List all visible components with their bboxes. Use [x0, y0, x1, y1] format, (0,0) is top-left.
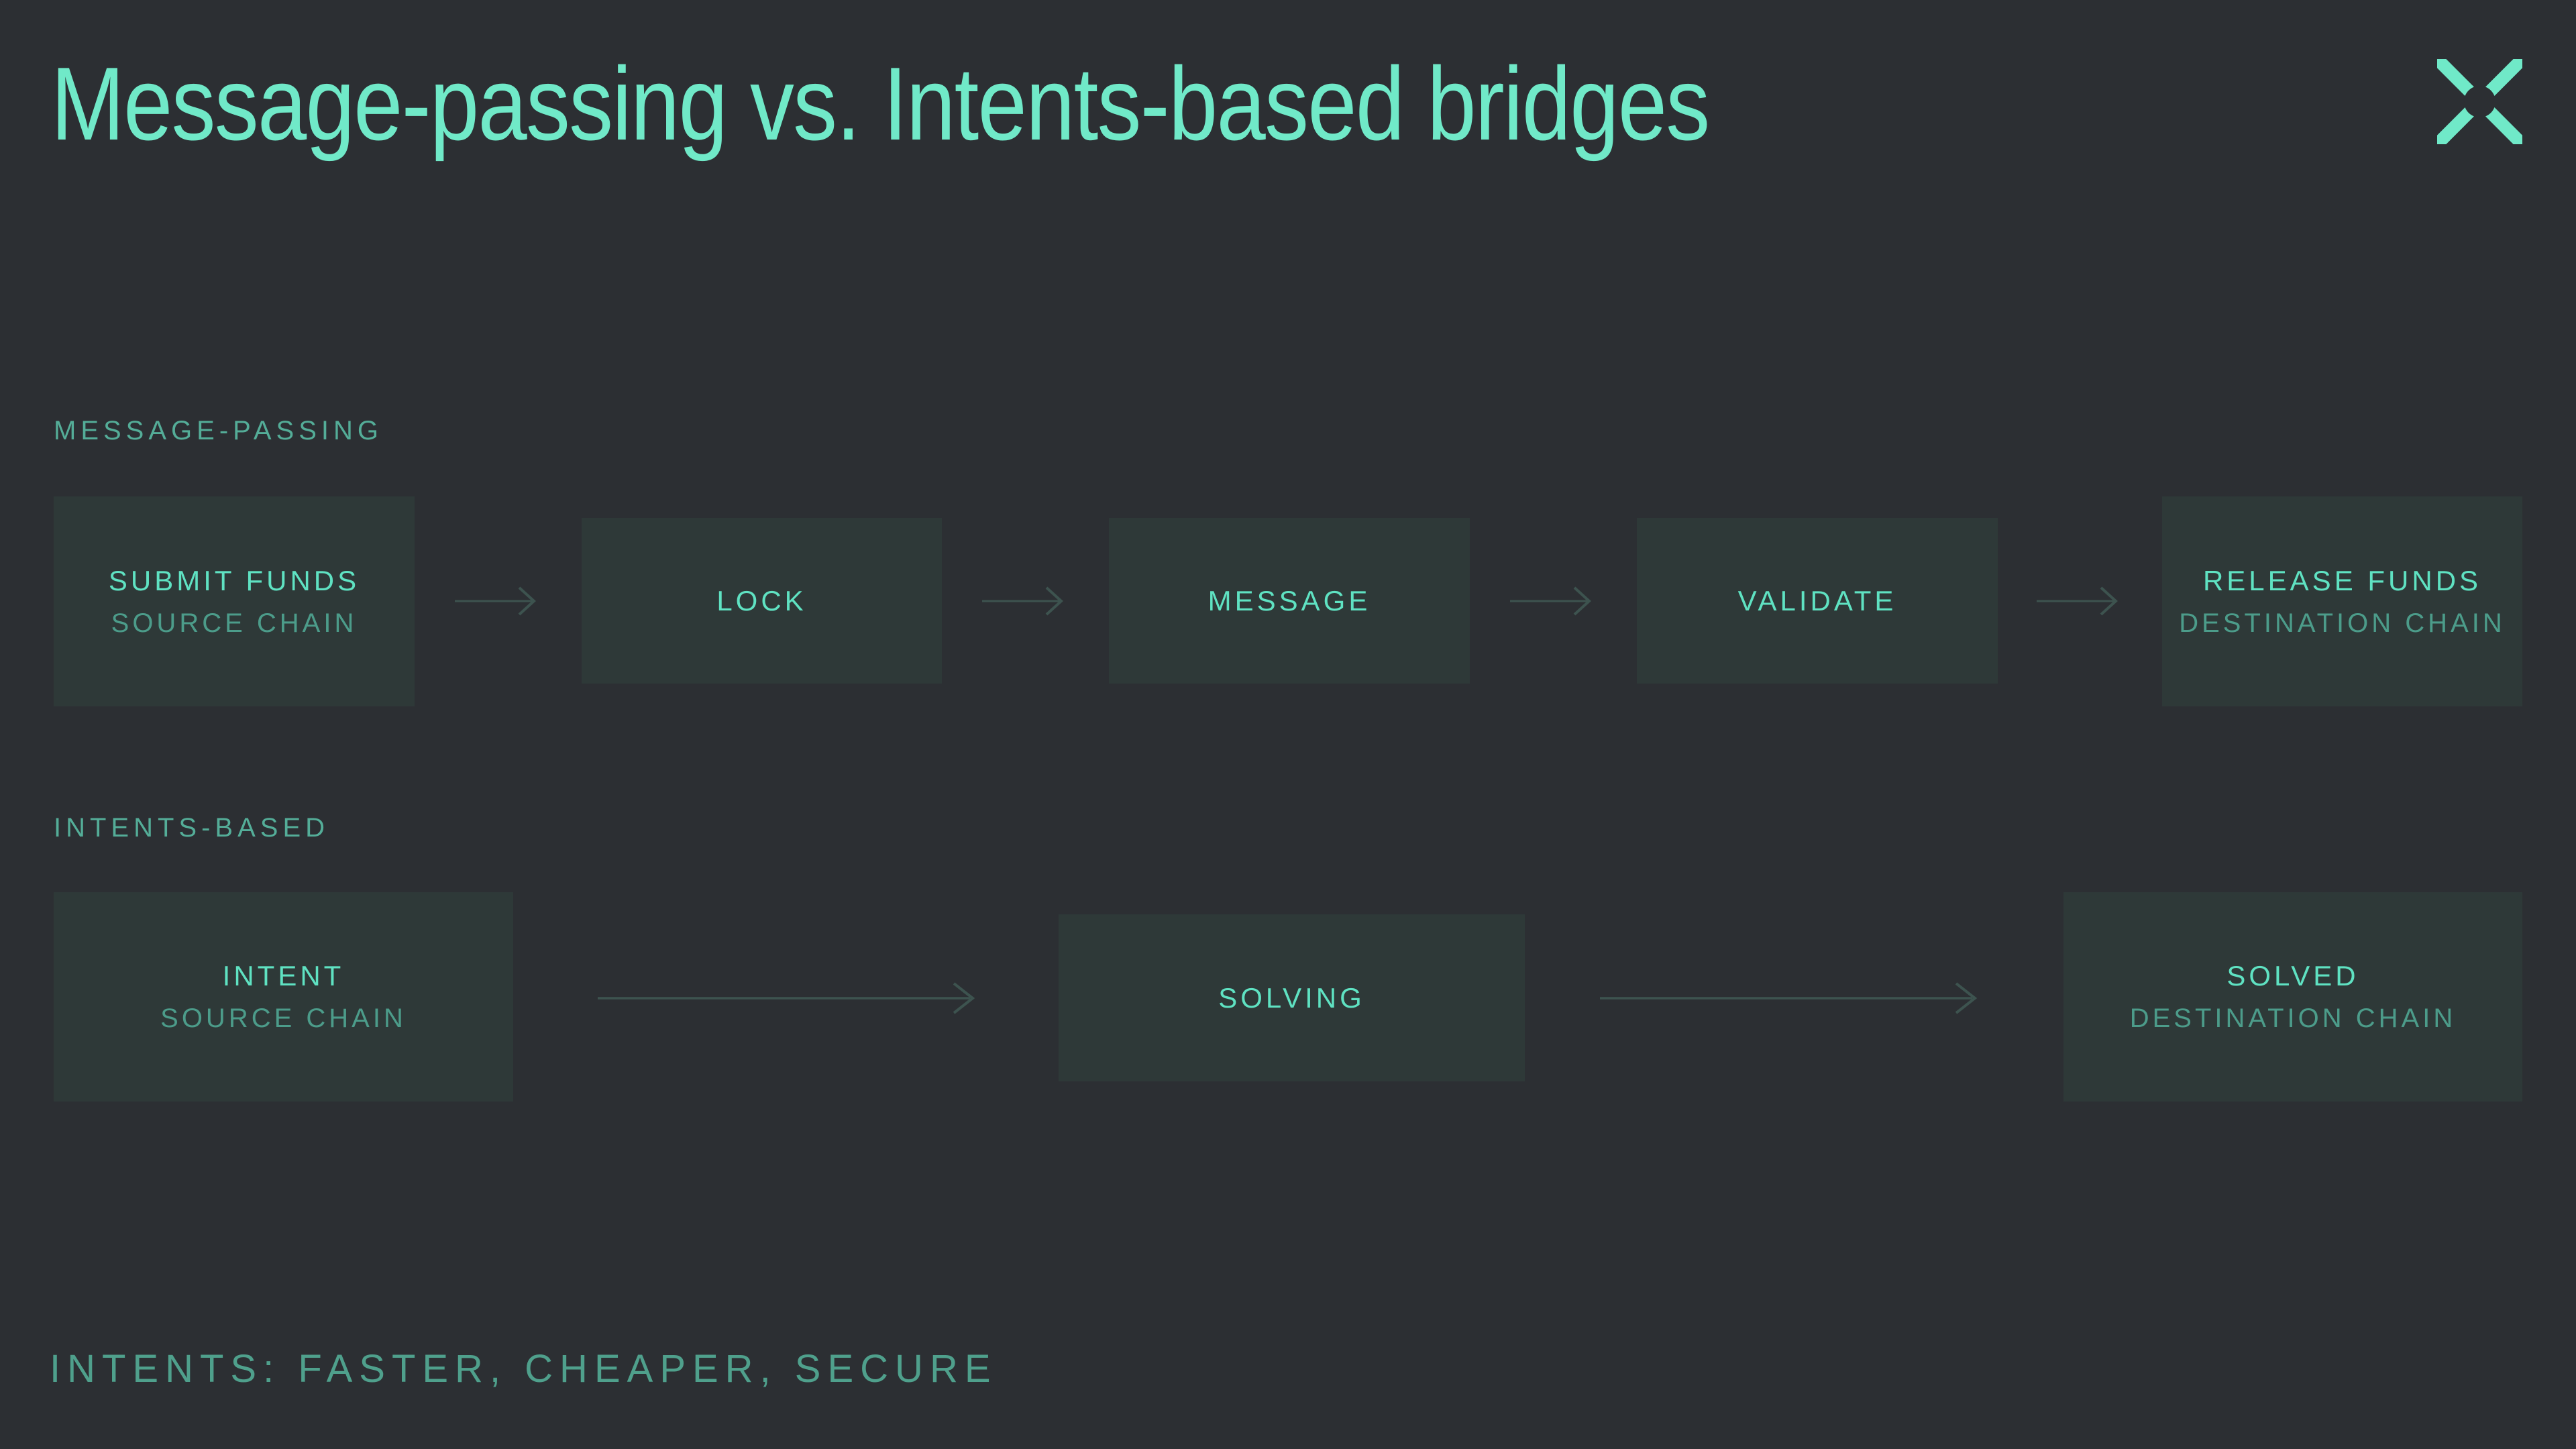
step-subtitle: DESTINATION CHAIN — [2179, 608, 2506, 638]
arrow-right-icon — [1600, 982, 1978, 1014]
flow-step-solving: SOLVING — [1059, 914, 1525, 1081]
page-title: Message-passing vs. Intents-based bridge… — [51, 46, 1710, 162]
flow-label-intents-based: INTENTS-BASED — [54, 813, 330, 843]
step-title: SOLVED — [2226, 960, 2359, 991]
arrow-right-icon — [455, 586, 536, 616]
flow-step-lock: LOCK — [582, 518, 942, 684]
step-title: SUBMIT FUNDS — [108, 564, 360, 596]
step-subtitle: SOURCE CHAIN — [111, 608, 358, 638]
step-title: RELEASE FUNDS — [2202, 564, 2482, 596]
arrow-right-icon — [2037, 586, 2118, 616]
arrow-right-icon — [1510, 586, 1591, 616]
flow-step-submit-funds: SUBMIT FUNDS SOURCE CHAIN — [54, 496, 415, 706]
footer-statement: INTENTS: FASTER, CHEAPER, SECURE — [50, 1347, 998, 1391]
flow-step-release-funds: RELEASE FUNDS DESTINATION CHAIN — [2162, 496, 2522, 706]
flow-step-validate: VALIDATE — [1637, 518, 1998, 684]
step-subtitle: DESTINATION CHAIN — [2129, 1004, 2457, 1033]
flow-step-message: MESSAGE — [1109, 518, 1470, 684]
arrow-right-icon — [982, 586, 1063, 616]
step-title: SOLVING — [1218, 981, 1365, 1014]
arrow-right-icon — [598, 982, 975, 1014]
step-subtitle: SOURCE CHAIN — [160, 1004, 407, 1033]
step-title: INTENT — [222, 960, 345, 991]
flow-step-intent: INTENT SOURCE CHAIN — [54, 892, 513, 1102]
step-title: MESSAGE — [1208, 584, 1371, 616]
flow-label-message-passing: MESSAGE-PASSING — [54, 416, 384, 445]
step-title: VALIDATE — [1737, 584, 1897, 616]
x-cross-logo-icon — [2432, 54, 2527, 149]
flow-step-solved: SOLVED DESTINATION CHAIN — [2063, 892, 2522, 1102]
step-title: LOCK — [716, 584, 807, 616]
